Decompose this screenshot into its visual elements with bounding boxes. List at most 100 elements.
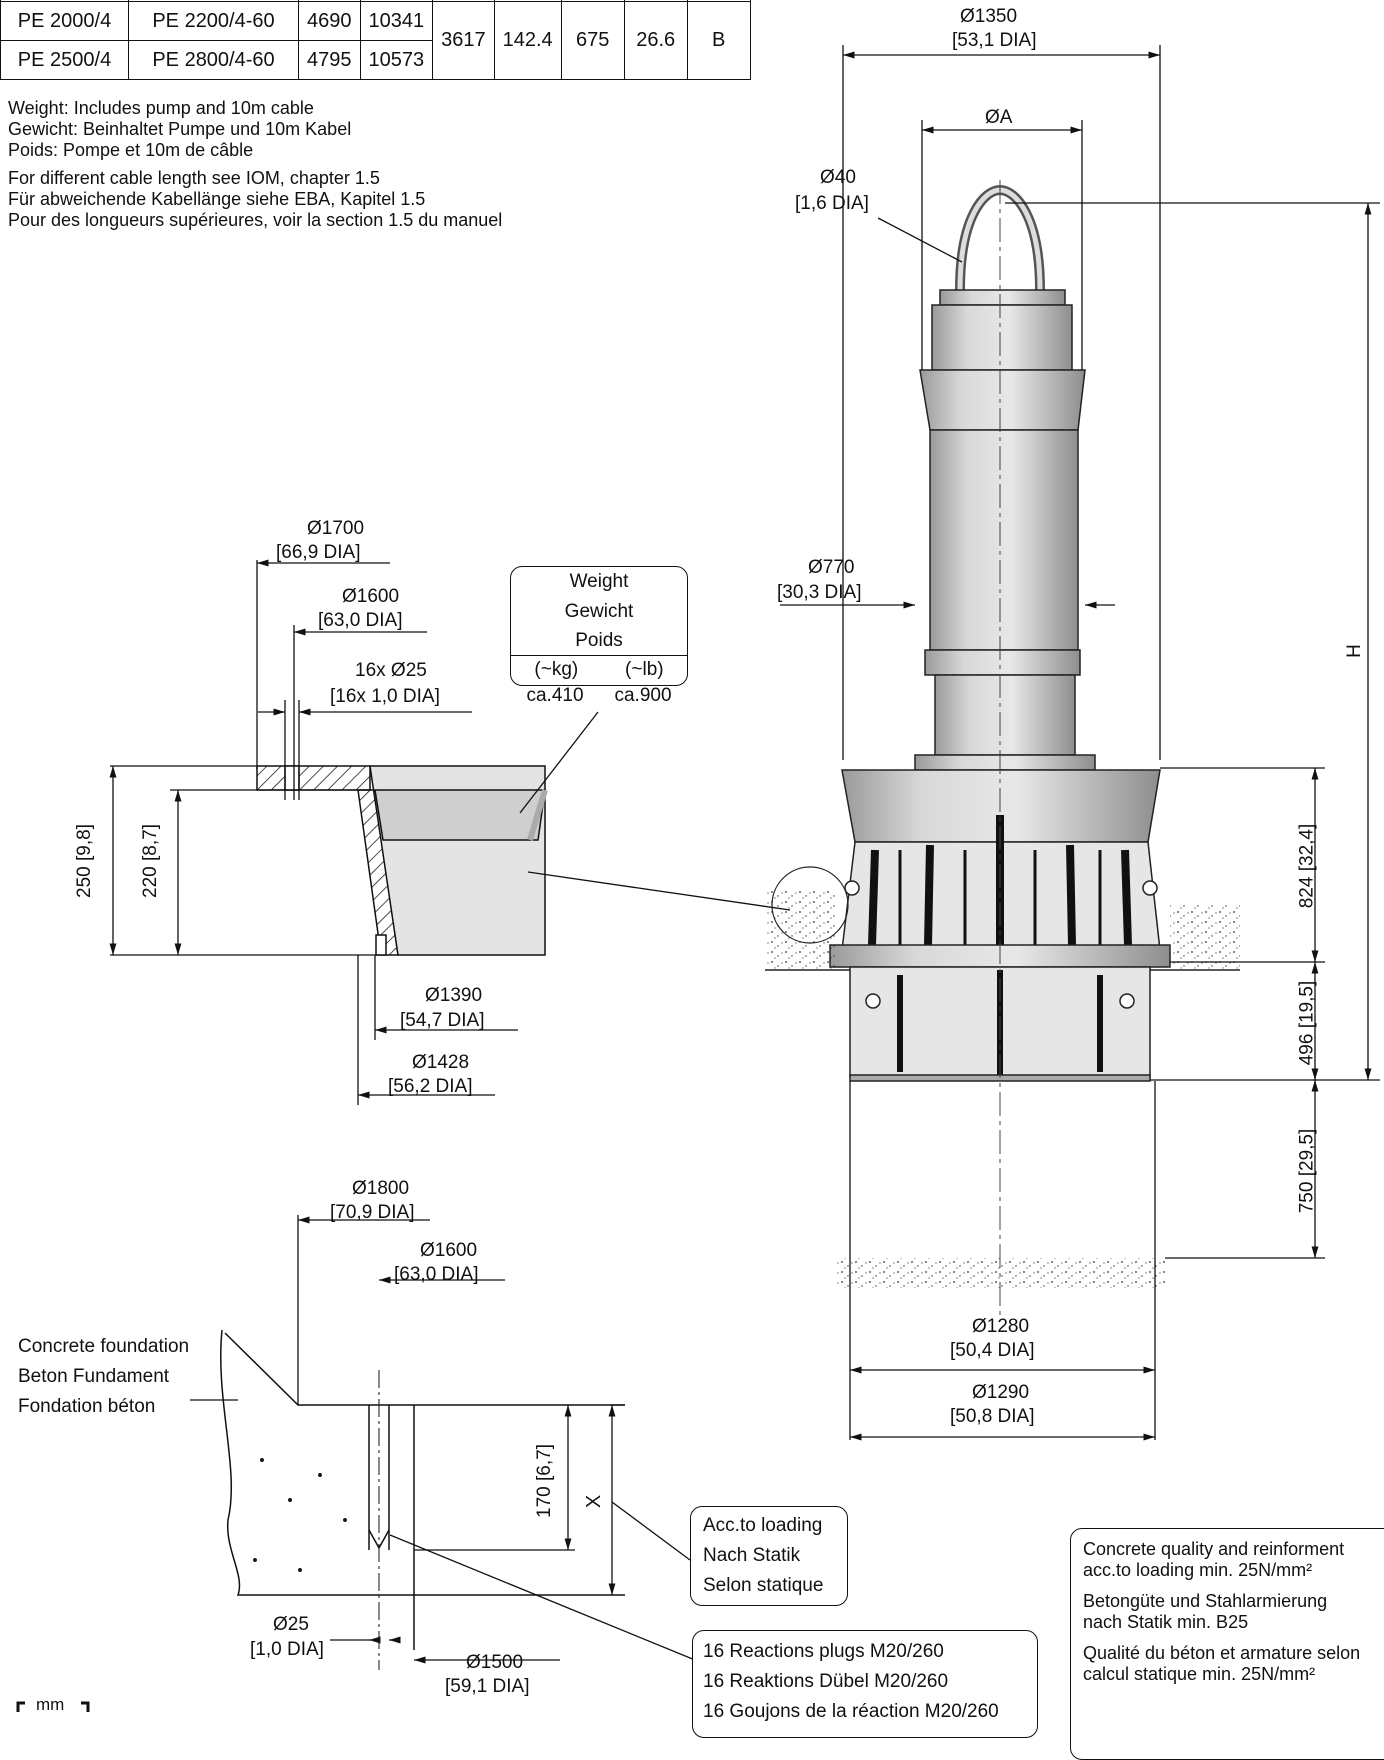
dim-770-in: [30,3 DIA] [777, 582, 862, 603]
concrete-fr-1: Qualité du béton et armature selon [1083, 1643, 1361, 1663]
table-cell: B [686, 1, 751, 80]
dim-220: 220 [8,7] [139, 824, 161, 898]
dim-1390: Ø1390 [425, 985, 483, 1006]
loading-box: Acc.to loading Nach Statik Selon statiqu… [690, 1506, 848, 1606]
dim-1350-in: [53,1 DIA] [952, 30, 1037, 51]
plugs-label-en: 16 Reactions plugs M20/260 [703, 1641, 944, 1662]
table-cell: 3617 [432, 1, 495, 80]
dim-1700-in: [66,9 DIA] [276, 542, 361, 563]
dim-1500-in-value: 59,1 DIA [450, 1676, 525, 1697]
dim-1280-in-value: 50,4 DIA [955, 1340, 1030, 1361]
foundation-label-en: Concrete foundation [18, 1336, 190, 1357]
loading-label-de: Nach Statik [703, 1545, 801, 1566]
dim-bolts-in: [16x 1,0 DIA] [330, 686, 440, 707]
note-weight-de: Gewicht: Beinhaltet Pumpe und 10m Kabel [8, 119, 352, 139]
table-cell: 10573 [359, 40, 434, 80]
cable-notes: For different cable length see IOM, chap… [8, 168, 502, 231]
dim-496: 496 [19,5] [1296, 980, 1318, 1066]
table-cell: PE 2200/4-60 [128, 1, 299, 41]
dim-bolts: 16x Ø25 [355, 660, 427, 681]
weight-value-kg: ca.410 [526, 685, 584, 706]
dim-1428-in: [56,2 DIA] [388, 1076, 473, 1097]
foundation-dimensions [190, 1215, 696, 1664]
foundation-label-fr: Fondation béton [18, 1396, 156, 1417]
dim-750-in-value: 29,5 [1296, 1134, 1318, 1171]
table-cell: 26.6 [623, 1, 688, 80]
concrete-en-2: acc.to loading min. 25N/mm² [1083, 1560, 1313, 1580]
weight-label-de: Gewicht [564, 601, 634, 622]
dim-1290-in-value: 50,8 DIA [955, 1406, 1030, 1427]
concrete-de-2: nach Statik min. B25 [1083, 1612, 1249, 1632]
plugs-label-de: 16 Reaktions Dübel M20/260 [703, 1671, 949, 1692]
dim-1600b: Ø1600 [420, 1240, 478, 1261]
dim-1500-in: [59,1 DIA] [445, 1676, 530, 1697]
dim-25: Ø25 [273, 1614, 309, 1635]
dim-170: 170 [6,7] [533, 1444, 555, 1518]
dim-170-in-value: 6,7 [533, 1449, 555, 1476]
dim-1290: Ø1290 [972, 1382, 1030, 1403]
flange-dimensions [109, 559, 791, 1105]
dim-40: Ø40 [820, 167, 856, 188]
dim-824-in-value: 32,4 [1296, 829, 1318, 866]
weight-label-fr: Poids [511, 627, 687, 656]
concrete-de-1: Betongüte und Stahlarmierung [1083, 1591, 1328, 1611]
table-cell: 675 [560, 1, 625, 80]
dim-824: 824 [32,4] [1296, 823, 1318, 909]
dim-1390-in-value: 54,7 DIA [405, 1010, 480, 1031]
dim-25-in-value: 1,0 DIA [255, 1639, 319, 1660]
dim-496-value: 496 [1296, 1033, 1318, 1066]
dim-220-value: 220 [139, 866, 161, 898]
dim-770-in-value: 30,3 DIA [782, 582, 857, 603]
weight-notes: Weight: Includes pump and 10m cable Gewi… [8, 98, 351, 161]
concrete-box: Concrete quality and reinforment acc.to … [1070, 1528, 1384, 1760]
unit-label: mm [36, 1695, 65, 1714]
note-weight-en: Weight: Includes pump and 10m cable [8, 98, 314, 118]
foundation-label: Concrete foundation Beton Fundament Fond… [18, 1332, 189, 1422]
dim-1350: Ø1350 [960, 6, 1018, 27]
dim-1700: Ø1700 [307, 518, 365, 539]
table-cell: 10341 [359, 1, 434, 41]
dim-496-in-value: 19,5 [1296, 986, 1318, 1023]
dim-824-value: 824 [1296, 876, 1318, 909]
dim-220-in-value: 8,7 [139, 829, 161, 856]
foundation-label-de: Beton Fundament [18, 1366, 170, 1387]
dim-bolts-in-value: 16x 1,0 DIA [335, 686, 435, 707]
note-weight-fr: Poids: Pompe et 10m de câble [8, 140, 254, 160]
concrete-en-1: Concrete quality and reinforment [1083, 1539, 1345, 1559]
table-cell: 142.4 [493, 1, 562, 80]
flange-section [256, 765, 548, 956]
dim-1428: Ø1428 [412, 1052, 470, 1073]
dim-170-value: 170 [533, 1486, 555, 1518]
loading-label-fr: Selon statique [703, 1575, 824, 1596]
note-cable-fr: Pour des longueurs supérieures, voir la … [8, 210, 503, 230]
dim-250: 250 [9,8] [73, 824, 95, 898]
dim-X: X [583, 1494, 606, 1509]
dim-1700-in-value: 66,9 DIA [281, 542, 356, 563]
note-cable-de: Für abweichende Kabellänge siehe EBA, Ka… [8, 189, 426, 209]
dim-1280: Ø1280 [972, 1316, 1030, 1337]
weight-unit-kg: (~kg) [534, 659, 579, 680]
technical-drawing [16, 45, 1380, 1712]
weight-value-lb: ca.900 [614, 685, 672, 706]
dim-1600b-in: [63,0 DIA] [394, 1264, 479, 1285]
weight-box: Weight Gewicht Poids (~kg) (~lb) ca.410 … [510, 566, 688, 706]
dim-40-in-value: 1,6 DIA [800, 193, 864, 214]
dim-H: H [1343, 644, 1365, 658]
dim-1428-in-value: 56,2 DIA [393, 1076, 468, 1097]
dim-250-in-value: 9,8 [73, 829, 95, 856]
pump-dimensions [780, 45, 1380, 1441]
dim-1600b-in-value: 63,0 DIA [399, 1264, 474, 1285]
loading-label-en: Acc.to loading [703, 1515, 823, 1536]
dim-1350-in-value: 53,1 DIA [957, 30, 1032, 51]
dim-1600a-in: [63,0 DIA] [318, 610, 403, 631]
plugs-label-fr: 16 Goujons de la réaction M20/260 [703, 1701, 999, 1722]
concrete-fr-2: calcul statique min. 25N/mm² [1083, 1664, 1316, 1684]
dim-1600a: Ø1600 [342, 586, 400, 607]
table-cell: PE 2800/4-60 [128, 40, 299, 80]
dim-1800: Ø1800 [352, 1178, 410, 1199]
weight-label-en: Weight [569, 571, 629, 592]
dim-1800-in: [70,9 DIA] [330, 1202, 415, 1223]
dim-250-value: 250 [73, 866, 95, 898]
weight-unit-lb: (~lb) [625, 659, 664, 680]
dim-1390-in: [54,7 DIA] [400, 1010, 485, 1031]
